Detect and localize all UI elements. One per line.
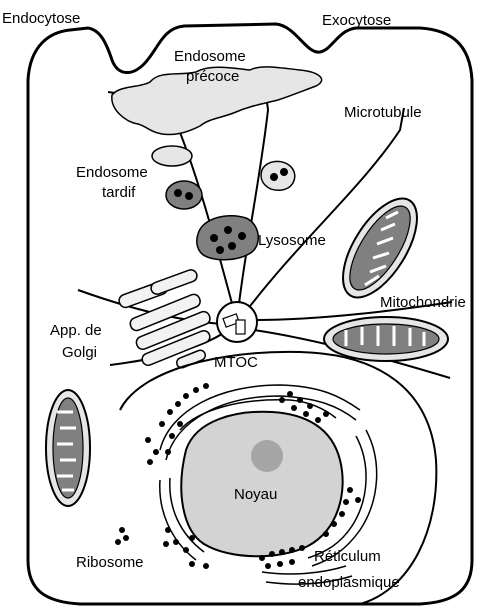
label-lysosome: Lysosome — [258, 232, 326, 250]
label-mitochondrie: Mitochondrie — [380, 294, 466, 312]
late-endosome-particle — [270, 173, 278, 181]
label-endosome-tardif-line1: Endosome — [76, 164, 148, 182]
late-endosome-particle — [185, 192, 193, 200]
label-mtoc: MTOC — [214, 354, 258, 372]
label-noyau: Noyau — [234, 486, 277, 504]
lysosome-particle — [224, 226, 232, 234]
label-reticulum-line1: Réticulum — [314, 548, 381, 566]
label-golgi-line1: App. de — [50, 322, 102, 340]
label-endocytose: Endocytose — [2, 10, 80, 28]
label-golgi-line2: Golgi — [62, 344, 97, 362]
label-ribosome: Ribosome — [76, 554, 144, 572]
lysosome-particle — [228, 242, 236, 250]
label-endosome-precoce-line2: précoce — [186, 68, 239, 86]
nucleus — [181, 412, 342, 557]
golgi-apparatus — [117, 268, 211, 369]
nucleolus — [251, 440, 283, 472]
centriole — [236, 320, 245, 334]
label-exocytose: Exocytose — [322, 12, 391, 30]
mitochondrion-left — [46, 390, 90, 506]
mitochondrion-right-upper — [328, 187, 431, 310]
late-endosome-right — [261, 161, 295, 190]
late-endosome — [166, 181, 202, 209]
mitochondrion-right-lower — [324, 317, 448, 361]
lysosome-particle — [216, 246, 224, 254]
lysosome-particle — [210, 234, 218, 242]
lysosome — [197, 216, 258, 260]
lysosome-particle — [238, 232, 246, 240]
late-endosome-particle — [280, 168, 288, 176]
late-endosome-particle — [174, 189, 182, 197]
label-reticulum-line2: endoplasmique — [298, 574, 400, 592]
early-endosome-vesicle — [152, 146, 192, 166]
label-microtubule: Microtubule — [344, 104, 422, 122]
label-endosome-precoce-line1: Endosome — [174, 48, 246, 66]
label-endosome-tardif-line2: tardif — [102, 184, 135, 202]
